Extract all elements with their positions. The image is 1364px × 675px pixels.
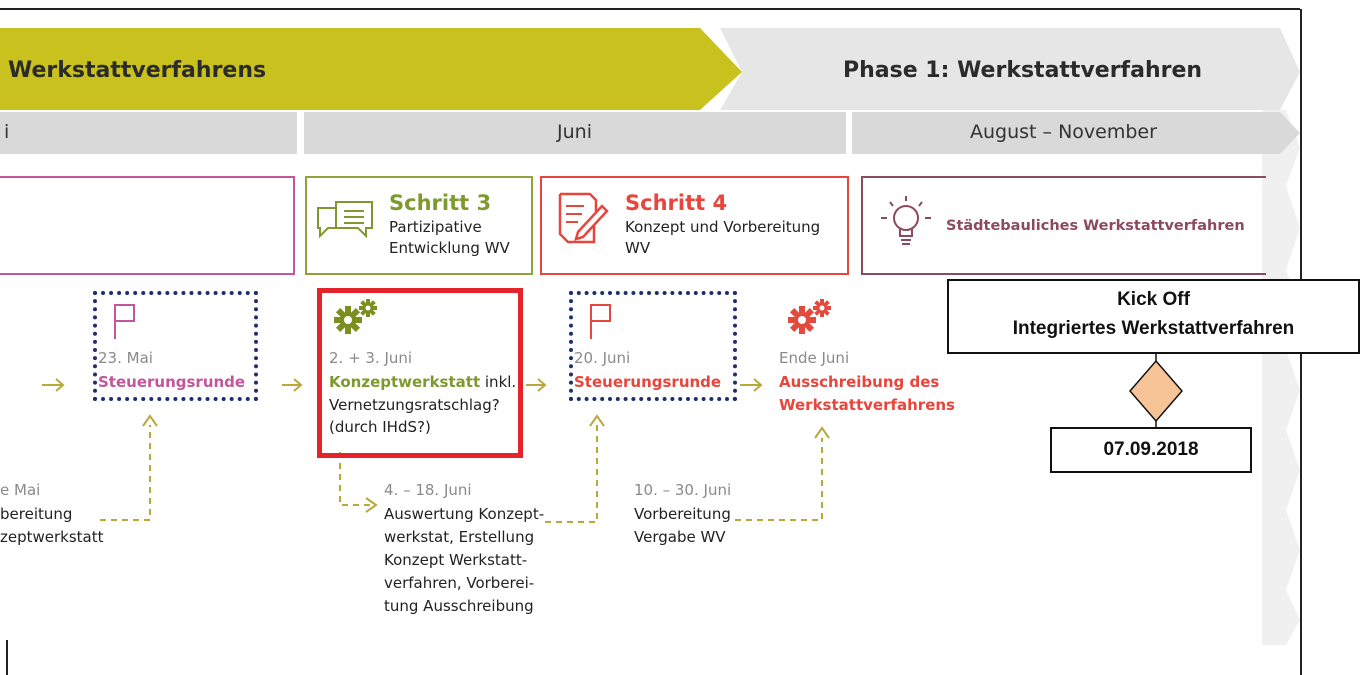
event-juni2-label: Konzeptwerkstatt xyxy=(329,373,481,391)
phase-left-label: Werkstattverfahrens xyxy=(8,58,267,83)
subtask-juni4-line: Konzept Werkstatt- xyxy=(384,551,528,569)
subtask-juni10-line2: Vergabe WV xyxy=(634,528,726,546)
kickoff-date-box: 07.09.2018 xyxy=(1050,427,1252,473)
subtask-left-line1: bereitung xyxy=(0,505,73,523)
event-juni2-suffix: inkl. xyxy=(480,373,517,391)
event-20-juni-label: Steuerungsrunde xyxy=(574,373,722,391)
event-20-juni-date: 20. Juni xyxy=(574,349,631,367)
schritt3-line1: Partizipative xyxy=(389,218,482,236)
event-juni2-line4: (durch IHdS?) xyxy=(329,418,431,436)
month-aug-nov-label: August – November xyxy=(970,121,1157,143)
werkstatt-label: Städtebauliches Werkstattverfahren xyxy=(946,218,1245,234)
event-juni2-line3: Vernetzungsratschlag? xyxy=(329,396,500,414)
flag-icon xyxy=(586,301,616,341)
subtask-left-date: e Mai xyxy=(0,481,41,499)
subtask-juni10-line1: Vorbereitung xyxy=(634,505,731,523)
kickoff-line1: Kick Off xyxy=(1117,289,1190,310)
milestone-diamond xyxy=(1129,359,1183,423)
month-left-label: i xyxy=(4,121,10,143)
event-ende-juni-date: Ende Juni xyxy=(779,349,850,367)
subtask-juni10-date: 10. – 30. Juni xyxy=(634,481,732,499)
phase-green-arrow xyxy=(0,28,742,110)
flag-icon xyxy=(110,301,140,341)
phase-grey-bar xyxy=(720,28,1300,110)
speech-bubbles-icon xyxy=(314,198,378,246)
schritt4-line1: Konzept und Vorbereitung xyxy=(625,218,821,236)
phase-right-label: Phase 1: Werkstattverfahren xyxy=(843,58,1203,83)
side-chevrons xyxy=(1262,110,1300,645)
subtask-left-line2: zeptwerkstatt xyxy=(0,528,104,546)
schritt3-title: Schritt 3 xyxy=(389,191,492,215)
gears-icon xyxy=(786,296,834,336)
event-23-mai-date: 23. Mai xyxy=(98,349,153,367)
gears-icon xyxy=(332,296,380,336)
event-ende-juni-line1: Ausschreibung des xyxy=(779,373,940,391)
schritt4-title: Schritt 4 xyxy=(625,191,728,215)
kickoff-line2: Integriertes Werkstattverfahren xyxy=(1012,318,1295,339)
event-box-23-mai xyxy=(93,291,258,401)
form-pencil-icon xyxy=(552,188,612,250)
arrow-right-icon xyxy=(42,378,763,392)
event-ende-juni-line2: Werkstattverfahrens xyxy=(779,396,955,414)
subtask-juni4-line: Auswertung Konzept- xyxy=(384,505,545,523)
event-box-konzeptwerkstatt xyxy=(317,288,523,458)
subtask-juni4-date: 4. – 18. Juni xyxy=(384,481,472,499)
event-juni2-line: Konzeptwerkstatt inkl. xyxy=(329,372,516,393)
event-juni2-date: 2. + 3. Juni xyxy=(329,349,413,367)
month-juni-label: Juni xyxy=(557,121,592,143)
kickoff-box: Kick Off Integriertes Werkstattverfahren xyxy=(947,279,1360,354)
subtask-juni4-line: tung Ausschreibung xyxy=(384,597,534,615)
event-box-20-juni xyxy=(569,291,737,401)
subtask-juni4-line: verfahren, Vorberei- xyxy=(384,574,535,592)
schritt3-line2: Entwicklung WV xyxy=(389,239,510,257)
lightbulb-icon xyxy=(878,192,934,254)
event-23-mai-label: Steuerungsrunde xyxy=(98,373,246,391)
subtask-juni4-line: werkstat, Erstellung xyxy=(384,528,535,546)
kickoff-date: 07.09.2018 xyxy=(1103,439,1199,460)
schritt4-line2: WV xyxy=(625,239,651,257)
